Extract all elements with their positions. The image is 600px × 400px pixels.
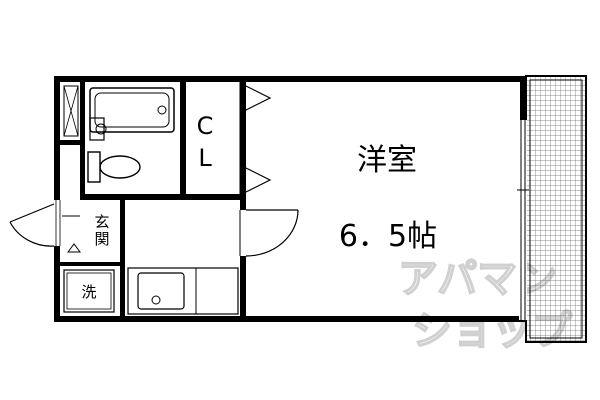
entrance-door — [9, 200, 61, 247]
closet-door-icon — [245, 85, 272, 111]
toilet-tank — [87, 151, 101, 183]
closet-door-icon — [245, 167, 272, 193]
room-door — [239, 209, 299, 257]
basin-bowl-icon — [95, 123, 107, 135]
sink-drain-icon — [151, 295, 161, 305]
pipe-shaft — [63, 85, 79, 137]
drain-icon — [157, 105, 167, 115]
room-size: 6．5帖 — [339, 219, 437, 254]
balcony — [525, 75, 587, 343]
interior-walls — [60, 82, 246, 316]
closet-letter-c: C — [197, 112, 214, 140]
entrance-char-1: 玄 — [94, 213, 109, 231]
entrance-marks: 玄 関 — [62, 213, 110, 253]
closet-letter-l: L — [198, 144, 212, 172]
entrance-char-2: 関 — [94, 230, 109, 248]
toilet-bowl — [99, 155, 141, 179]
closet: C L — [197, 82, 272, 194]
washbasin — [89, 117, 105, 141]
room-name: 洋室 — [357, 143, 417, 178]
kitchen-sink — [137, 272, 185, 310]
bathtub-inner — [94, 92, 170, 128]
balcony-window — [517, 120, 529, 320]
washer-space: 洗 — [63, 269, 115, 313]
unit-bath — [87, 87, 175, 183]
bathtub — [89, 87, 175, 133]
washer-label: 洗 — [81, 283, 96, 301]
kitchen-counter — [127, 267, 239, 315]
kitchen — [127, 267, 239, 315]
